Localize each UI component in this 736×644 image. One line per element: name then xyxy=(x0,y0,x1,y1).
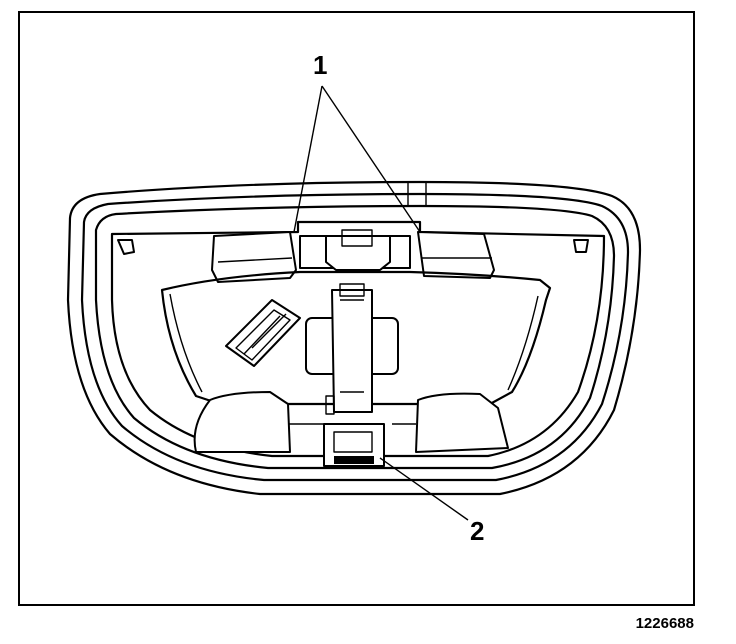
mounting-plate xyxy=(160,270,552,406)
latch-slot xyxy=(334,456,374,464)
housing-outline xyxy=(66,180,642,496)
figure-frame xyxy=(18,11,695,606)
center-bracket xyxy=(305,283,399,415)
connector-clip xyxy=(225,299,301,367)
upper-tabs xyxy=(211,229,495,283)
figure-number: 1226688 xyxy=(636,615,694,632)
lower-latch xyxy=(323,423,385,467)
inner-recess xyxy=(110,220,606,458)
callout-1-label: 1 xyxy=(313,50,327,80)
callout-2-label: 2 xyxy=(470,516,484,546)
leader-lines xyxy=(293,85,469,521)
